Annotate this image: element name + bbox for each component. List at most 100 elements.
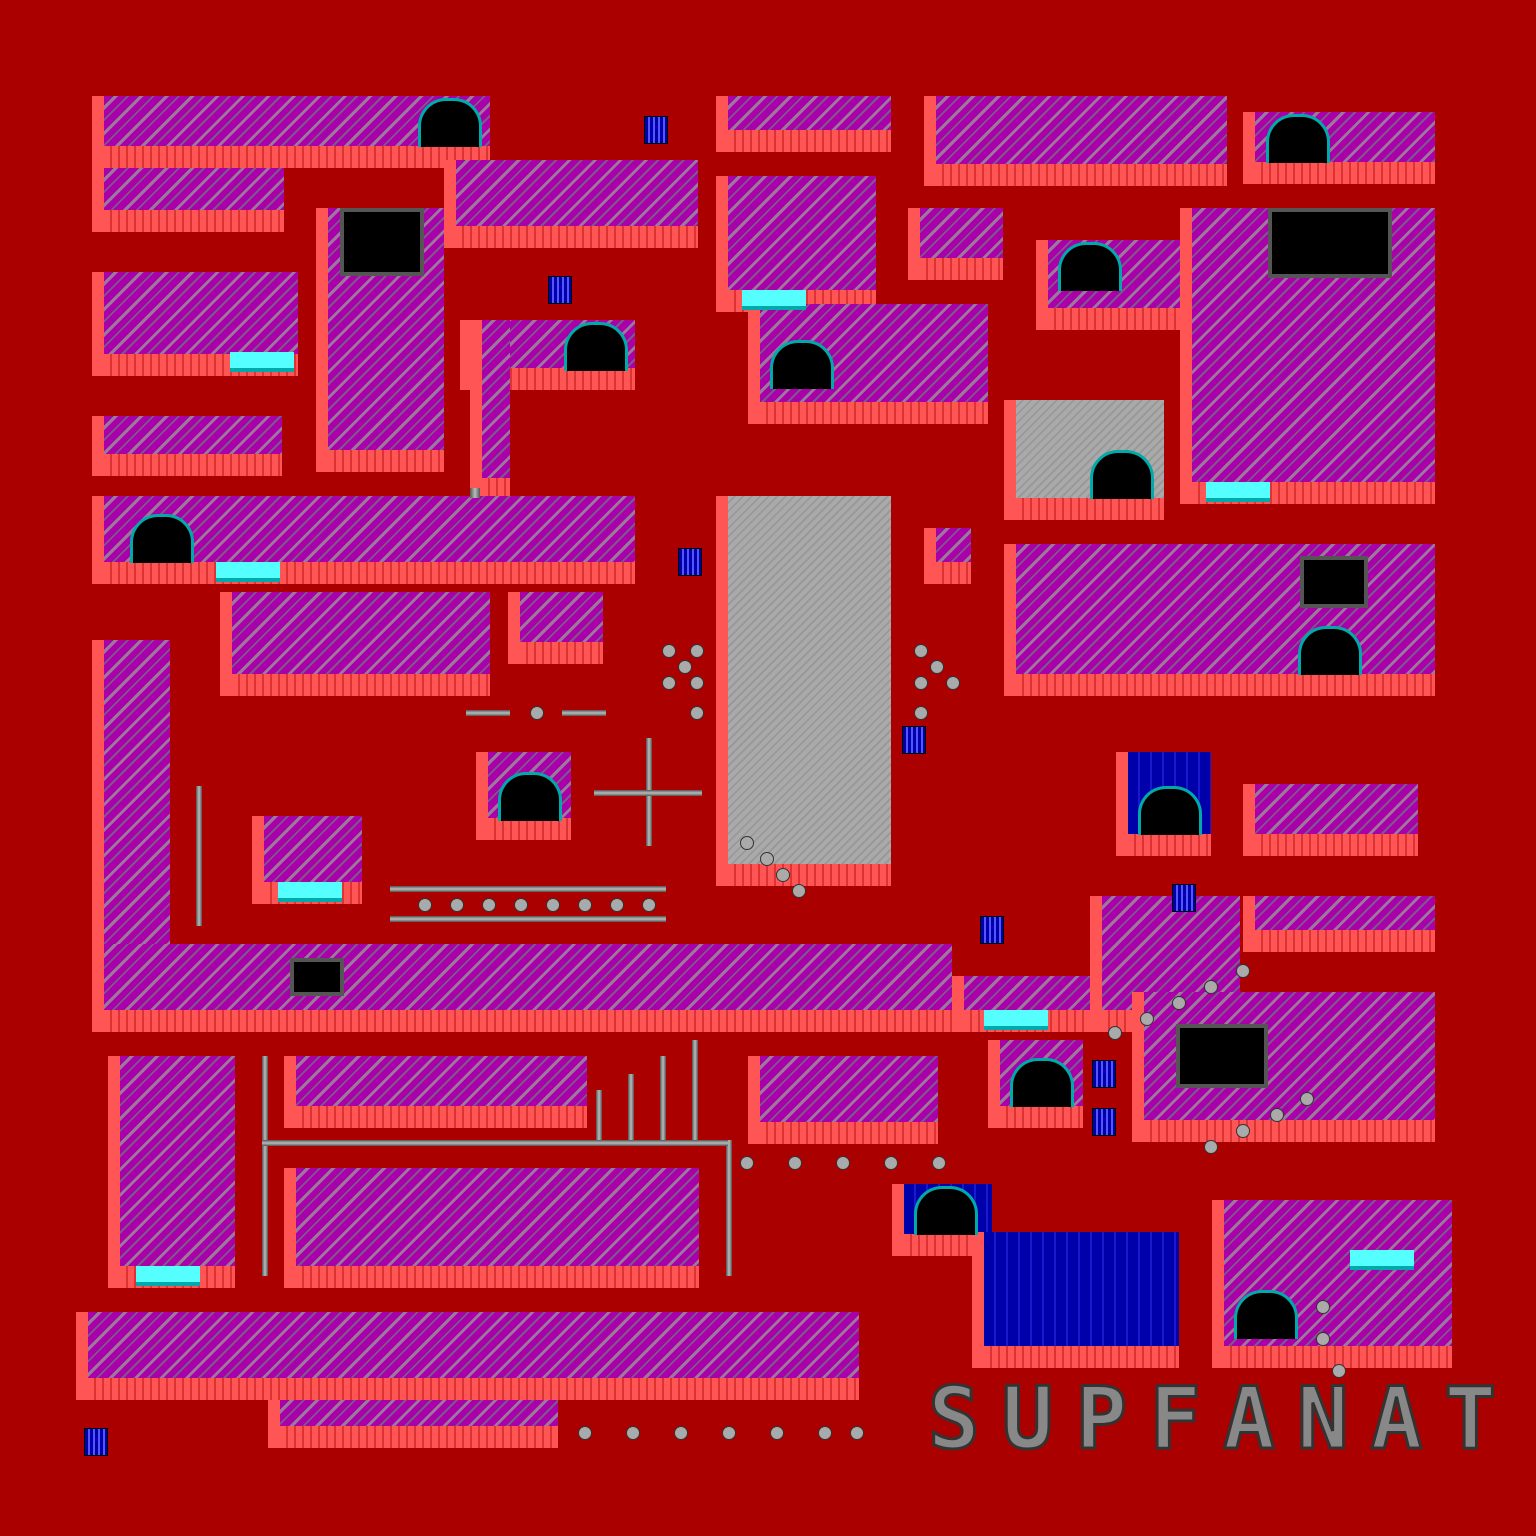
floor <box>488 818 571 840</box>
platform <box>742 290 806 310</box>
pipe-vertical <box>628 1074 634 1146</box>
room <box>716 96 891 152</box>
bolt <box>740 836 754 850</box>
bolt <box>514 898 528 912</box>
vent-grate <box>1092 1108 1116 1136</box>
floor <box>728 130 891 152</box>
vent-grate <box>902 726 926 754</box>
vent-grate <box>1172 884 1196 912</box>
vent-grate <box>548 276 572 304</box>
pipe-horizontal <box>262 1140 728 1146</box>
floor <box>904 1234 992 1256</box>
bolt <box>946 676 960 690</box>
platform <box>230 352 294 372</box>
door-arch <box>770 340 834 389</box>
pipe-horizontal <box>390 886 666 892</box>
floor <box>1016 498 1164 520</box>
room <box>908 208 1003 280</box>
room <box>1243 784 1418 856</box>
bolt <box>792 884 806 898</box>
floor <box>760 402 988 424</box>
floor <box>1224 1346 1452 1368</box>
bolt <box>674 1426 688 1440</box>
floor <box>1144 1120 1435 1142</box>
room <box>716 496 891 886</box>
bolt <box>1140 1012 1154 1026</box>
door-arch <box>1138 786 1202 835</box>
platform <box>1206 482 1270 502</box>
floor <box>456 226 698 248</box>
bolt <box>610 898 624 912</box>
vent-grate <box>84 1428 108 1456</box>
bolt <box>530 706 544 720</box>
floor <box>472 368 635 390</box>
room <box>924 96 1227 186</box>
door-arch <box>564 322 628 371</box>
vent-grate <box>1092 1060 1116 1088</box>
bolt <box>1204 1140 1218 1154</box>
pipe-vertical <box>692 1040 698 1146</box>
room <box>924 528 971 584</box>
bolt <box>914 644 928 658</box>
room <box>748 1056 938 1144</box>
floor <box>728 864 891 886</box>
bolt <box>740 1156 754 1170</box>
bolt <box>788 1156 802 1170</box>
room <box>1243 896 1435 952</box>
bolt <box>932 1156 946 1170</box>
room <box>284 1168 699 1288</box>
bolt <box>1236 1124 1250 1138</box>
room <box>470 320 510 500</box>
room <box>284 1056 587 1128</box>
room <box>220 592 490 696</box>
room <box>1004 544 1435 696</box>
door-arch <box>1090 450 1154 499</box>
room <box>268 1400 558 1448</box>
floor <box>1016 674 1435 696</box>
star-window <box>1176 1024 1268 1088</box>
floor <box>1255 162 1435 184</box>
bolt <box>1204 980 1218 994</box>
bolt <box>690 676 704 690</box>
bolt <box>662 644 676 658</box>
bolt <box>776 868 790 882</box>
bolt <box>1316 1300 1330 1314</box>
platform <box>278 882 342 902</box>
floor <box>760 1122 938 1144</box>
vent-grate <box>644 116 668 144</box>
bolt <box>722 1426 736 1440</box>
door-arch <box>498 772 562 821</box>
pipe-vertical <box>660 1056 666 1146</box>
bolt <box>450 898 464 912</box>
pipe-horizontal <box>594 790 702 796</box>
room <box>972 1232 1179 1368</box>
platform <box>984 1010 1048 1030</box>
door-arch <box>418 98 482 147</box>
bolt <box>546 898 560 912</box>
room <box>444 160 698 248</box>
floor <box>984 1346 1179 1368</box>
platform <box>1350 1250 1414 1270</box>
bolt <box>1108 1026 1122 1040</box>
door-arch <box>1234 1290 1298 1339</box>
floor <box>104 562 635 584</box>
pipe-horizontal <box>466 710 510 716</box>
level-title-logo: SUPFANAT <box>926 1369 1519 1469</box>
floor <box>104 210 284 232</box>
bolt <box>690 644 704 658</box>
bolt <box>914 706 928 720</box>
bolt <box>850 1426 864 1440</box>
bolt <box>930 660 944 674</box>
floor <box>1000 1106 1083 1128</box>
pipe-vertical <box>726 1140 732 1276</box>
room <box>108 1056 235 1288</box>
floor <box>232 674 490 696</box>
star-window <box>340 208 424 276</box>
door-arch <box>130 514 194 563</box>
door-arch <box>1266 114 1330 163</box>
floor <box>936 562 971 584</box>
bolt <box>1270 1108 1284 1122</box>
platform <box>216 562 280 582</box>
room <box>508 592 603 664</box>
bolt <box>914 676 928 690</box>
